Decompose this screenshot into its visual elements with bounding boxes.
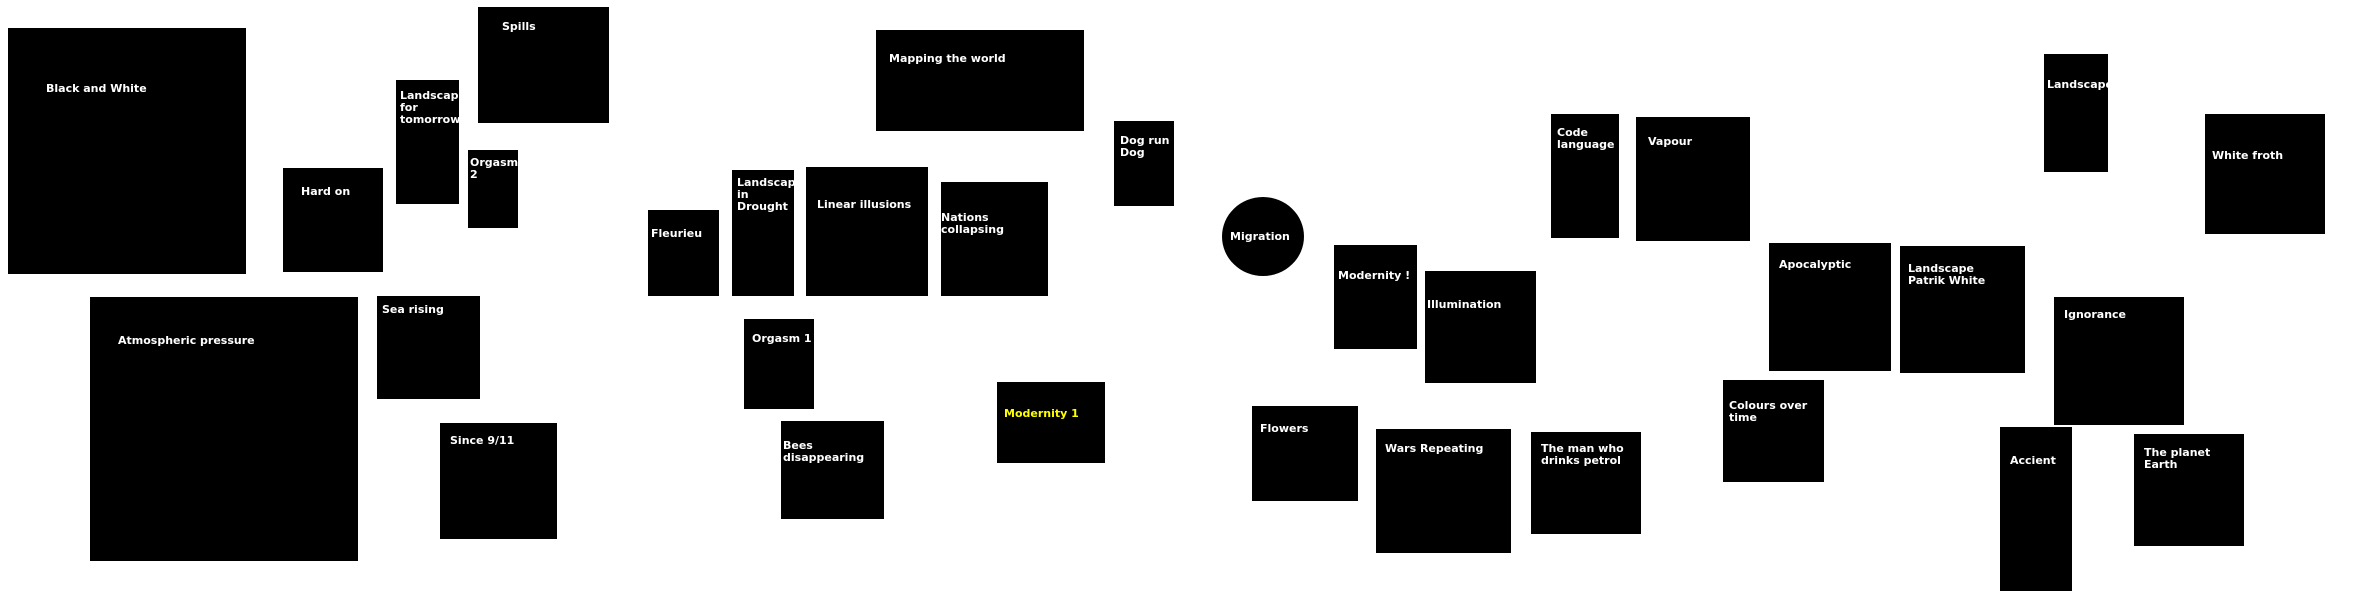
tile-linear-illusions[interactable]: Linear illusions [806,167,928,296]
tile-label: Modernity 1 [1004,407,1079,420]
tile-label: Mapping the world [889,52,1006,65]
tile-label: Modernity ! [1338,269,1411,282]
tile-landscape-for-tomorrow[interactable]: Landscape for tomorrow [396,80,466,204]
tile-fleurieu[interactable]: Fleurieu [648,210,719,296]
tile-bees-disappearing[interactable]: Bees disappearing [781,421,884,519]
tile-orgasm-2[interactable]: Orgasm 2 [468,150,518,228]
tile-label: Spills [502,20,536,33]
tile-atmospheric-pressure[interactable]: Atmospheric pressure [90,297,358,561]
tile-label: Dog run Dog [1120,134,1170,159]
tile-label: Nations collapsing [941,211,1004,236]
tile-orgasm-1[interactable]: Orgasm 1 [744,319,814,409]
tile-label: Orgasm 1 [752,332,812,345]
tile-label: Hard on [301,185,351,198]
tile-landscape[interactable]: Landscape [2044,54,2113,172]
tile-accient[interactable]: Accient [2000,427,2072,591]
tile-modernity-1[interactable]: Modernity 1 [997,382,1105,463]
tile-label: Bees disappearing [783,439,865,464]
tile-label: Landscape [2047,78,2113,91]
tile-label: Atmospheric pressure [118,334,255,347]
tile-label: Orgasm 2 [470,156,519,181]
tile-wars-repeating[interactable]: Wars Repeating [1376,429,1511,553]
tile-label: Flowers [1260,422,1309,435]
tile-code-language[interactable]: Code language [1551,114,1619,238]
tile-label: Landscape Patrik White [1908,262,1986,287]
tile-label: The planet Earth [2144,446,2211,471]
tile-since-911[interactable]: Since 9/11 [440,423,557,539]
tile-mapping-the-world[interactable]: Mapping the world [876,30,1084,131]
tile-illumination[interactable]: Illumination [1425,271,1536,383]
tile-ignorance[interactable]: Ignorance [2054,297,2184,425]
tile-migration[interactable]: Migration [1222,197,1304,276]
tile-spills[interactable]: Spills [478,7,609,123]
tile-colours-over-time[interactable]: Colours over time [1723,380,1824,482]
tile-label: Black and White [46,82,147,95]
tile-label: Accient [2010,454,2056,467]
tile-label: Since 9/11 [450,434,515,447]
tile-label: Linear illusions [817,198,912,211]
tile-white-froth[interactable]: White froth [2205,114,2325,234]
tile-label: Migration [1230,230,1290,243]
tile-label: Ignorance [2064,308,2127,321]
tile-label: Colours over time [1729,399,1808,424]
tile-landscape-patrik-white[interactable]: Landscape Patrik White [1900,246,2025,373]
tile-landscape-in-drought[interactable]: Landscape in Drought [732,170,803,296]
tile-label: Landscape in Drought [737,176,803,213]
tile-apocalyptic[interactable]: Apocalyptic [1769,243,1891,371]
tile-label: Code language [1557,126,1615,151]
tile-flowers[interactable]: Flowers [1252,406,1358,501]
tile-label: Apocalyptic [1779,258,1852,271]
tile-the-man-who-drinks-petrol[interactable]: The man who drinks petrol [1531,432,1641,534]
tile-sea-rising[interactable]: Sea rising [377,296,480,399]
tile-hard-on[interactable]: Hard on [283,168,383,272]
tile-label: Wars Repeating [1385,442,1484,455]
tile-vapour[interactable]: Vapour [1636,117,1750,241]
tile-label: Vapour [1648,135,1693,148]
tile-label: Sea rising [382,303,444,316]
tile-label: Fleurieu [651,227,703,240]
tile-the-planet-earth[interactable]: The planet Earth [2134,434,2244,546]
tile-nations-collapsing[interactable]: Nations collapsing [941,182,1048,296]
tile-black-and-white[interactable]: Black and White [8,28,246,274]
tile-modernity-excl[interactable]: Modernity ! [1334,245,1417,349]
tile-label: The man who drinks petrol [1541,442,1624,467]
tile-label: Landscape for tomorrow [400,89,466,126]
tile-label: Illumination [1427,298,1502,311]
tile-dog-run-dog[interactable]: Dog run Dog [1114,121,1174,206]
tile-label: White froth [2212,149,2284,162]
